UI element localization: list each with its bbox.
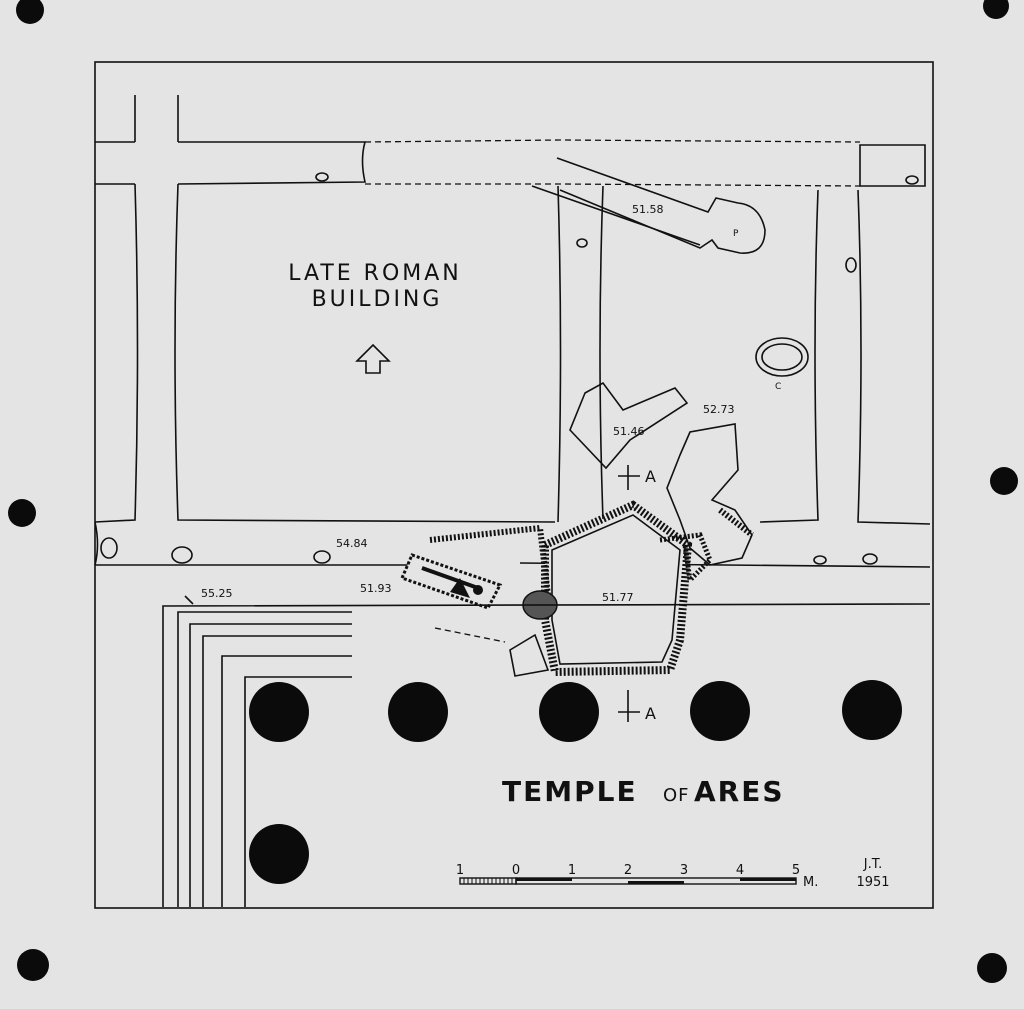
- column-base: [388, 682, 448, 742]
- scale-tick: 4: [736, 863, 744, 878]
- mounting-pins: [8, 0, 1018, 983]
- plan-frame: [94, 61, 934, 909]
- pin-icon: [17, 949, 49, 981]
- pin-icon: [8, 499, 36, 527]
- elevation-label: 54.84: [336, 537, 368, 550]
- north-arrow-icon: [355, 343, 391, 374]
- column-base: [249, 682, 309, 742]
- elevation-label: 51.77: [602, 591, 634, 604]
- drawing-year: 1951: [856, 875, 889, 890]
- feature-letter: P: [733, 229, 739, 239]
- feature-letter: C: [775, 382, 781, 392]
- column-base: [249, 824, 309, 884]
- temple-label-of: OF: [663, 785, 690, 806]
- column-base: [690, 681, 750, 741]
- section-marker-bottom: A: [645, 704, 656, 723]
- temple-steps: [162, 595, 931, 907]
- column-base: [842, 680, 902, 740]
- feature-c: [755, 337, 809, 377]
- drafter-initials: J.T.: [863, 857, 883, 872]
- temple-label-main: TEMPLE: [502, 775, 638, 808]
- elevation-label: 55.25: [201, 587, 233, 600]
- scale-tick: 2: [624, 863, 632, 878]
- scale-tick: 1: [456, 863, 464, 878]
- temple-label-ares: ARES: [694, 775, 785, 808]
- pin-icon: [983, 0, 1009, 19]
- section-marker-top: A: [645, 467, 656, 486]
- building-label-line1: LATE ROMAN: [288, 261, 462, 286]
- scale-unit: M.: [803, 875, 818, 890]
- elevation-label: 52.73: [703, 403, 735, 416]
- section-lines: [618, 465, 640, 722]
- pin-icon: [977, 953, 1007, 983]
- pin-icon: [16, 0, 44, 24]
- scale-tick: 1: [568, 863, 576, 878]
- scale-tick: 0: [512, 863, 520, 878]
- scale-tick: 5: [792, 863, 800, 878]
- temple-columns: [249, 680, 902, 884]
- elevation-label: 51.93: [360, 582, 392, 595]
- late-roman-walls: [94, 95, 931, 568]
- pin-icon: [990, 467, 1018, 495]
- feature-p: [531, 157, 766, 254]
- grave-feature: [399, 553, 503, 610]
- elevation-label: 51.46: [613, 425, 645, 438]
- scale-bar: 1 0 1 2 3 4 5 M.: [456, 863, 819, 890]
- scale-tick: 3: [680, 863, 688, 878]
- building-label-line2: BUILDING: [312, 287, 443, 312]
- elevation-label: 51.58: [632, 203, 664, 216]
- column-base: [539, 682, 599, 742]
